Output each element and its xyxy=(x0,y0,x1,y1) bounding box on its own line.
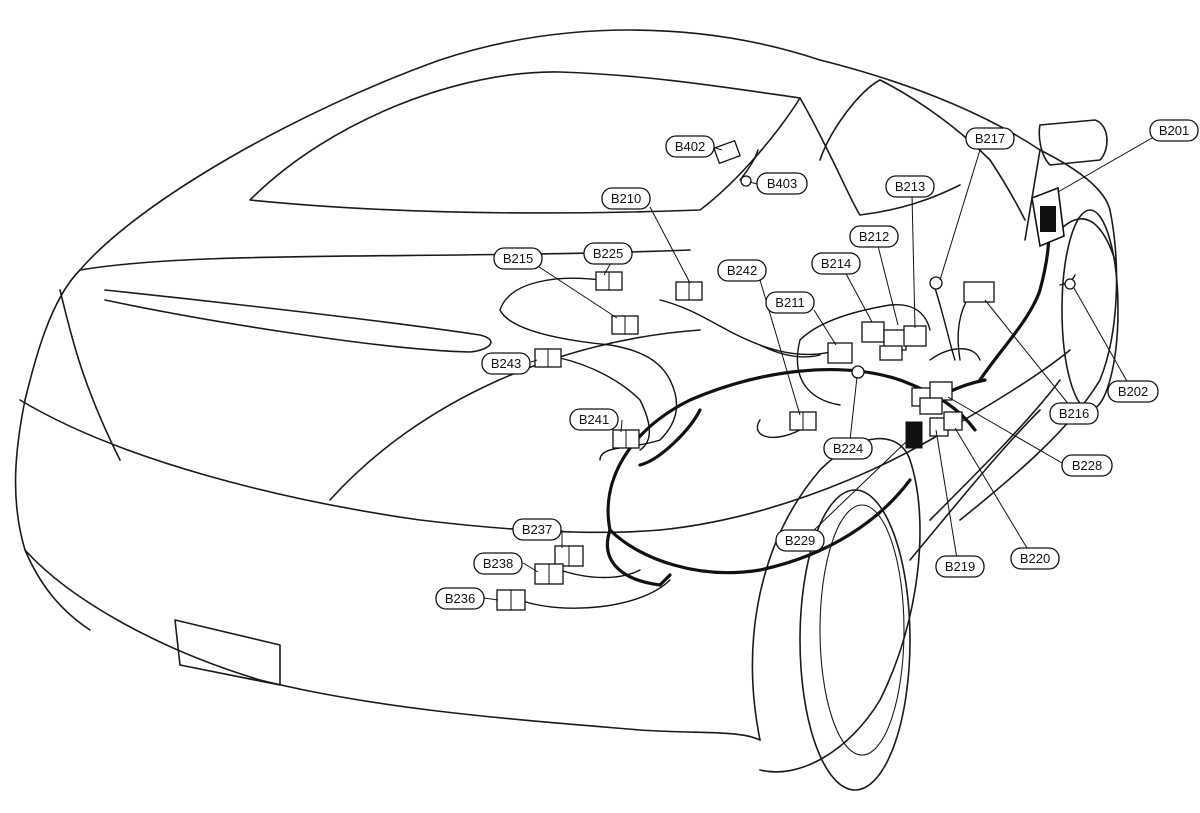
label-B402-text: B402 xyxy=(675,139,705,154)
label-B242-text: B242 xyxy=(727,263,757,278)
label-B242: B242 xyxy=(717,259,767,282)
label-B228-text: B228 xyxy=(1072,458,1102,473)
label-B403-text: B403 xyxy=(767,176,797,191)
label-B216: B216 xyxy=(1049,402,1099,425)
label-B215: B215 xyxy=(493,247,543,270)
label-B228: B228 xyxy=(1061,454,1113,477)
label-B224: B224 xyxy=(823,437,873,460)
label-B224-text: B224 xyxy=(833,441,863,456)
label-B201-text: B201 xyxy=(1159,123,1189,138)
leader-lines xyxy=(483,137,1153,601)
car-body-outline xyxy=(14,29,1119,791)
label-B216-text: B216 xyxy=(1059,406,1089,421)
label-B217: B217 xyxy=(965,127,1015,150)
label-B210: B210 xyxy=(601,187,651,210)
label-B236: B236 xyxy=(435,587,485,610)
label-B237: B237 xyxy=(512,518,562,541)
label-B213: B213 xyxy=(885,175,935,198)
label-B237-text: B237 xyxy=(522,522,552,537)
label-B219-text: B219 xyxy=(945,559,975,574)
label-B210-text: B210 xyxy=(611,191,641,206)
label-B241-text: B241 xyxy=(579,412,609,427)
label-B202-text: B202 xyxy=(1118,384,1148,399)
label-B236-text: B236 xyxy=(445,591,475,606)
connectors xyxy=(496,139,1076,611)
label-B217-text: B217 xyxy=(975,131,1005,146)
label-B213-text: B213 xyxy=(895,179,925,194)
label-B243-text: B243 xyxy=(491,356,521,371)
label-B215-text: B215 xyxy=(503,251,533,266)
callout-labels: B402 B403 B201 B202 B210 B211 B212 B213 … xyxy=(435,119,1199,610)
label-B212: B212 xyxy=(849,225,899,248)
label-B212-text: B212 xyxy=(859,229,889,244)
label-B211-text: B211 xyxy=(775,295,804,310)
label-B243: B243 xyxy=(481,352,531,375)
label-B229-text: B229 xyxy=(785,533,815,548)
label-B202: B202 xyxy=(1107,380,1159,403)
label-B211: B211 xyxy=(765,291,815,314)
label-B229: B229 xyxy=(775,529,825,552)
label-B220-text: B220 xyxy=(1020,551,1050,566)
label-B219: B219 xyxy=(935,555,985,578)
label-B214: B214 xyxy=(811,252,861,275)
label-B214-text: B214 xyxy=(821,256,851,271)
label-B220: B220 xyxy=(1010,547,1060,570)
label-B238-text: B238 xyxy=(483,556,513,571)
label-B241: B241 xyxy=(569,408,619,431)
label-B201: B201 xyxy=(1149,119,1199,142)
label-B238: B238 xyxy=(473,552,523,575)
label-B402: B402 xyxy=(665,135,715,158)
label-B225-text: B225 xyxy=(593,246,623,261)
label-B403: B403 xyxy=(756,172,808,195)
label-B225: B225 xyxy=(583,242,633,265)
